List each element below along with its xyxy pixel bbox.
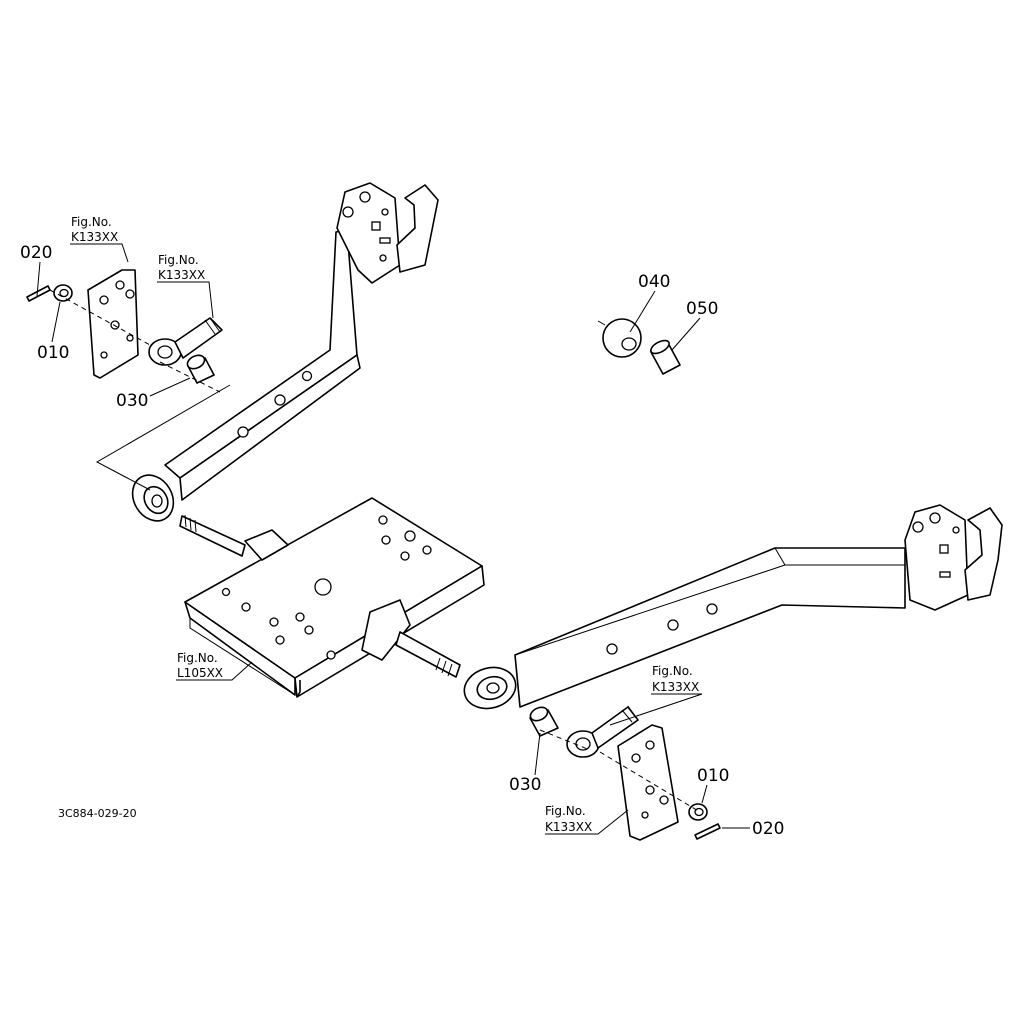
fig-ref-5-title: Fig.No.: [545, 804, 586, 818]
label-020-bottom: 020: [752, 819, 784, 839]
label-030-bottom: 030: [509, 775, 541, 795]
fig-ref-2-title: Fig.No.: [158, 253, 199, 267]
top-left-cotter-pin: [26, 285, 51, 302]
fig-ref-2-number: K133XX: [158, 268, 205, 282]
bottom-right-bracket: [617, 724, 679, 841]
label-040: 040: [638, 272, 670, 292]
label-010-top: 010: [37, 343, 69, 363]
figure-references: Fig.No. K133XX Fig.No. K133XX Fig.No. L1…: [71, 215, 699, 834]
bottom-right-bush: [529, 706, 559, 737]
label-030-top: 030: [116, 391, 148, 411]
label-020-top: 020: [20, 243, 52, 263]
fig-ref-1-title: Fig.No.: [71, 215, 112, 229]
top-left-rod-end: [148, 317, 223, 366]
leader-lines: [36, 243, 750, 835]
fig-ref-4-title: Fig.No.: [652, 664, 693, 678]
fig-ref-3-number: L105XX: [177, 666, 223, 680]
part-labels: 020 010 030 040 050 030 010 020: [20, 243, 784, 839]
top-left-bush: [186, 354, 215, 384]
bottom-right-rod-end: [566, 705, 639, 758]
top-left-bracket: [87, 269, 139, 379]
right-pin: [361, 599, 461, 678]
ball-040: [597, 318, 642, 358]
label-010-bottom: 010: [697, 766, 729, 786]
drawing-number: 3C884-029-20: [58, 807, 137, 820]
left-quick-hitch-hook: [336, 182, 439, 284]
bush-050: [650, 339, 681, 375]
fig-ref-5-number: K133XX: [545, 820, 592, 834]
fig-ref-1-number: K133XX: [71, 230, 118, 244]
left-pin: [179, 514, 289, 561]
label-050: 050: [686, 299, 718, 319]
right-quick-hitch-hook: [904, 504, 1003, 611]
fig-ref-4-number: K133XX: [652, 680, 699, 694]
right-lower-link: [463, 547, 906, 710]
bottom-right-cotter-pin: [694, 823, 721, 840]
bottom-right-nut: [688, 803, 708, 821]
top-left-nut: [53, 284, 73, 302]
fig-ref-3-title: Fig.No.: [177, 651, 218, 665]
